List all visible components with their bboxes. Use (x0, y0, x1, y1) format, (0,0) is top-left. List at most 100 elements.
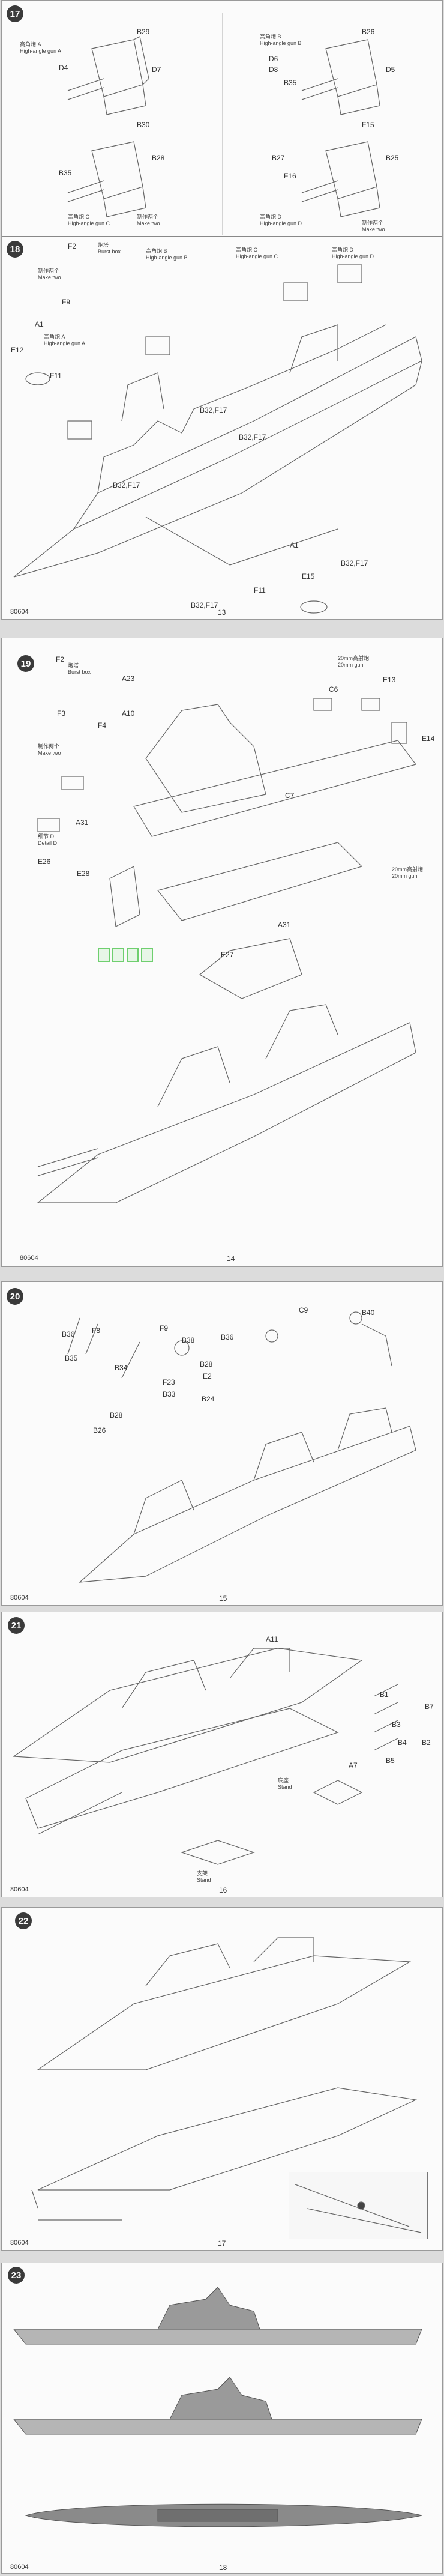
part-label: B33 (163, 1390, 176, 1398)
part-label: B36 (62, 1330, 75, 1338)
instruction-page-13: 17 B29 D4 D7 B30 B28 B35 D8 D5 B35 D6 (1, 0, 443, 620)
step-19-drawing (37, 698, 417, 1203)
part-label: A31 (76, 818, 89, 827)
caption: 制作两个 Make two (137, 214, 160, 227)
part-label: F3 (57, 709, 66, 718)
instruction-page-16: 21 A11 B7 B1 B3 A7 B4 B2 B5 底座 Stand 支架 … (1, 1612, 443, 1897)
part-label: D5 (386, 65, 395, 74)
part-label: B32,F17 (341, 559, 368, 567)
part-label: B5 (386, 1756, 395, 1765)
page-number: 13 (218, 608, 226, 617)
part-label: F23 (163, 1378, 175, 1386)
part-label: E12 (11, 346, 24, 354)
page-number: 16 (219, 1886, 227, 1894)
part-label: B32,F17 (191, 601, 218, 609)
caption: 高角炮 C High-angle gun C (68, 214, 110, 227)
part-label: E13 (383, 676, 396, 684)
part-label: F15 (362, 121, 374, 129)
part-label: B4 (398, 1738, 407, 1747)
instruction-page-17: 22 80604 17 (1, 1907, 443, 2251)
part-label: A31 (278, 921, 291, 929)
part-label: B28 (200, 1360, 213, 1368)
part-label: B28 (110, 1411, 123, 1420)
step-19-badge: 19 (17, 655, 34, 672)
part-label: E14 (422, 734, 435, 743)
part-label: E27 (221, 951, 234, 959)
detail-inset-drawing (295, 2184, 422, 2233)
step-18-drawing (13, 264, 422, 614)
part-label: B1 (380, 1690, 389, 1699)
part-label: B7 (425, 1702, 434, 1711)
part-label: B3 (392, 1720, 401, 1729)
highlight-box (127, 948, 139, 962)
caption: 高角炮 A High-angle gun A (44, 334, 86, 347)
caption: 20mm高射炮 20mm gun (338, 655, 370, 668)
caption: 炮塔 Burst box (98, 242, 121, 255)
part-label: D6 (269, 55, 278, 63)
step-17-badge: 17 (7, 5, 23, 22)
page-number: 15 (219, 1594, 227, 1603)
part-label: B32,F17 (200, 406, 227, 414)
step-21-drawing (13, 1648, 398, 1865)
part-label: B29 (137, 28, 150, 36)
caption: 制作两个 Make two (38, 743, 61, 757)
instruction-page-14: 19 F2 A23 A10 C6 E13 E14 F3 F4 C7 A31 E2… (1, 638, 443, 1267)
instruction-page-18: 23 80604 18 (1, 2263, 443, 2574)
highlight-box (98, 948, 110, 962)
caption: 高角炮 A High-angle gun A (20, 41, 62, 55)
part-label: A10 (122, 709, 135, 718)
part-label: B35 (59, 169, 72, 177)
part-label: A11 (266, 1635, 278, 1643)
step-18-badge: 18 (7, 241, 23, 258)
page-number: 14 (227, 1254, 235, 1263)
caption: 高角炮 D High-angle gun D (332, 247, 374, 260)
part-label: C9 (299, 1306, 308, 1314)
part-label: F11 (254, 586, 266, 594)
part-label: C7 (285, 791, 295, 800)
highlight-box (112, 948, 124, 962)
part-label: D4 (59, 64, 68, 72)
footer-code: 80604 (10, 608, 29, 615)
part-label: E26 (38, 857, 51, 866)
step-23-drawing (13, 2287, 422, 2527)
part-label: B36 (221, 1333, 234, 1341)
part-label: F9 (62, 298, 71, 306)
part-label: B30 (137, 121, 150, 129)
part-label: F2 (68, 242, 77, 250)
part-label: B32,F17 (113, 481, 140, 489)
part-label: B26 (93, 1426, 106, 1435)
step-17-drawing (67, 13, 380, 235)
part-label: E28 (77, 869, 90, 878)
part-label: B38 (182, 1336, 195, 1344)
step-20-drawing (67, 1311, 416, 1583)
footer-code: 80604 (10, 1886, 29, 1893)
step-divider (2, 236, 442, 237)
part-label: B35 (65, 1354, 78, 1362)
part-label: B40 (362, 1308, 375, 1317)
step-21-badge: 21 (8, 1617, 25, 1634)
footer-code: 80604 (10, 2563, 29, 2571)
part-label: B24 (202, 1395, 215, 1403)
part-label: B2 (422, 1738, 431, 1747)
part-label: B25 (386, 154, 399, 162)
part-label: C6 (329, 685, 338, 694)
detail-inset (289, 2172, 428, 2239)
caption: 炮塔 Burst box (68, 662, 91, 676)
caption: 高角炮 C High-angle gun C (236, 247, 278, 260)
footer-code: 80604 (10, 2239, 29, 2246)
part-label: B28 (152, 154, 165, 162)
part-label: B32,F17 (239, 433, 266, 441)
part-label: A1 (290, 541, 299, 549)
part-label: A23 (122, 674, 135, 683)
part-label: A1 (35, 320, 44, 328)
caption: 20mm高射炮 20mm gun (392, 866, 424, 880)
part-label: D7 (152, 65, 161, 74)
step-20-badge: 20 (7, 1288, 23, 1305)
caption: 高角炮 B High-angle gun B (260, 34, 302, 47)
part-label: F8 (92, 1326, 101, 1335)
part-label: E15 (302, 572, 315, 581)
part-label: B27 (272, 154, 285, 162)
part-label: F2 (56, 655, 65, 664)
caption: 底座 Stand (278, 1777, 292, 1791)
page-number: 18 (219, 2563, 227, 2572)
